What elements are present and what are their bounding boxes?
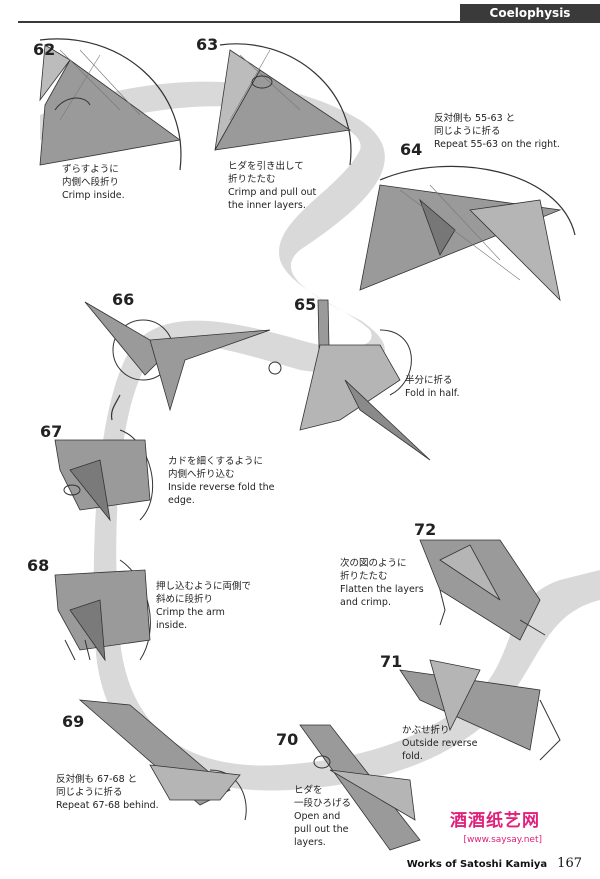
step-number-72: 72 (414, 520, 436, 539)
caption-72-en: Flatten the layers and crimp. (340, 583, 424, 609)
step-72-drawing (420, 540, 545, 640)
step-63-drawing (215, 44, 351, 165)
caption-63: ヒダを引き出して 折りたたむ Crimp and pull out the in… (228, 160, 316, 212)
step-number-70: 70 (276, 730, 298, 749)
step-number-64: 64 (400, 140, 422, 159)
caption-65: 半分に折る Fold in half. (405, 374, 459, 400)
caption-70-en: Open and pull out the layers. (294, 810, 351, 849)
step-number-67: 67 (40, 422, 62, 441)
caption-64-jp: 反対側も 55-63 と 同じように折る (434, 112, 560, 138)
caption-71: かぶせ折り Outside reverse fold. (402, 724, 477, 763)
caption-64-en: Repeat 55-63 on the right. (434, 138, 560, 151)
caption-64: 反対側も 55-63 と 同じように折る Repeat 55-63 on the… (434, 112, 560, 151)
step-number-66: 66 (112, 290, 134, 309)
caption-68-jp: 押し込むように両側で 斜めに段折り (156, 580, 251, 606)
caption-67-en: Inside reverse fold the edge. (168, 481, 274, 507)
caption-71-en: Outside reverse fold. (402, 737, 477, 763)
page-title: Coelophysis (460, 4, 600, 23)
watermark-logo: 酒酒纸艺网 (450, 806, 540, 831)
caption-62-jp: ずらすように 内側へ段折り (62, 163, 125, 189)
caption-69: 反対側も 67-68 と 同じように折る Repeat 67-68 behind… (56, 773, 159, 812)
caption-65-jp: 半分に折る (405, 374, 459, 387)
caption-63-en: Crimp and pull out the inner layers. (228, 186, 316, 212)
step-68-drawing (55, 560, 150, 660)
caption-69-jp: 反対側も 67-68 と 同じように折る (56, 773, 159, 799)
caption-70-jp: ヒダを 一段ひろげる (294, 784, 351, 810)
caption-70: ヒダを 一段ひろげる Open and pull out the layers. (294, 784, 351, 849)
caption-63-jp: ヒダを引き出して 折りたたむ (228, 160, 316, 186)
caption-67: カドを細くするように 内側へ折り込む Inside reverse fold t… (168, 455, 274, 507)
step-64-drawing (360, 166, 575, 300)
step-number-71: 71 (380, 652, 402, 671)
caption-68: 押し込むように両側で 斜めに段折り Crimp the arm inside. (156, 580, 251, 632)
step-number-68: 68 (27, 556, 49, 575)
step-number-62: 62 (33, 40, 55, 59)
page-footer: Works of Satoshi Kamiya 167 (407, 856, 582, 871)
caption-67-jp: カドを細くするように 内側へ折り込む (168, 455, 274, 481)
page-number: 167 (557, 856, 582, 871)
step-number-63: 63 (196, 35, 218, 54)
caption-65-en: Fold in half. (405, 387, 459, 400)
step-number-69: 69 (62, 712, 84, 731)
watermark-url: [www.saysay.net] (463, 835, 542, 845)
caption-69-en: Repeat 67-68 behind. (56, 799, 159, 812)
caption-72-jp: 次の図のように 折りたたむ (340, 557, 424, 583)
step-67-drawing (55, 430, 153, 520)
footer-credit: Works of Satoshi Kamiya (407, 859, 547, 870)
caption-72: 次の図のように 折りたたむ Flatten the layers and cri… (340, 557, 424, 609)
caption-62: ずらすように 内側へ段折り Crimp inside. (62, 163, 125, 202)
caption-62-en: Crimp inside. (62, 189, 125, 202)
step-number-65: 65 (294, 295, 316, 314)
caption-71-jp: かぶせ折り (402, 724, 477, 737)
caption-68-en: Crimp the arm inside. (156, 606, 251, 632)
